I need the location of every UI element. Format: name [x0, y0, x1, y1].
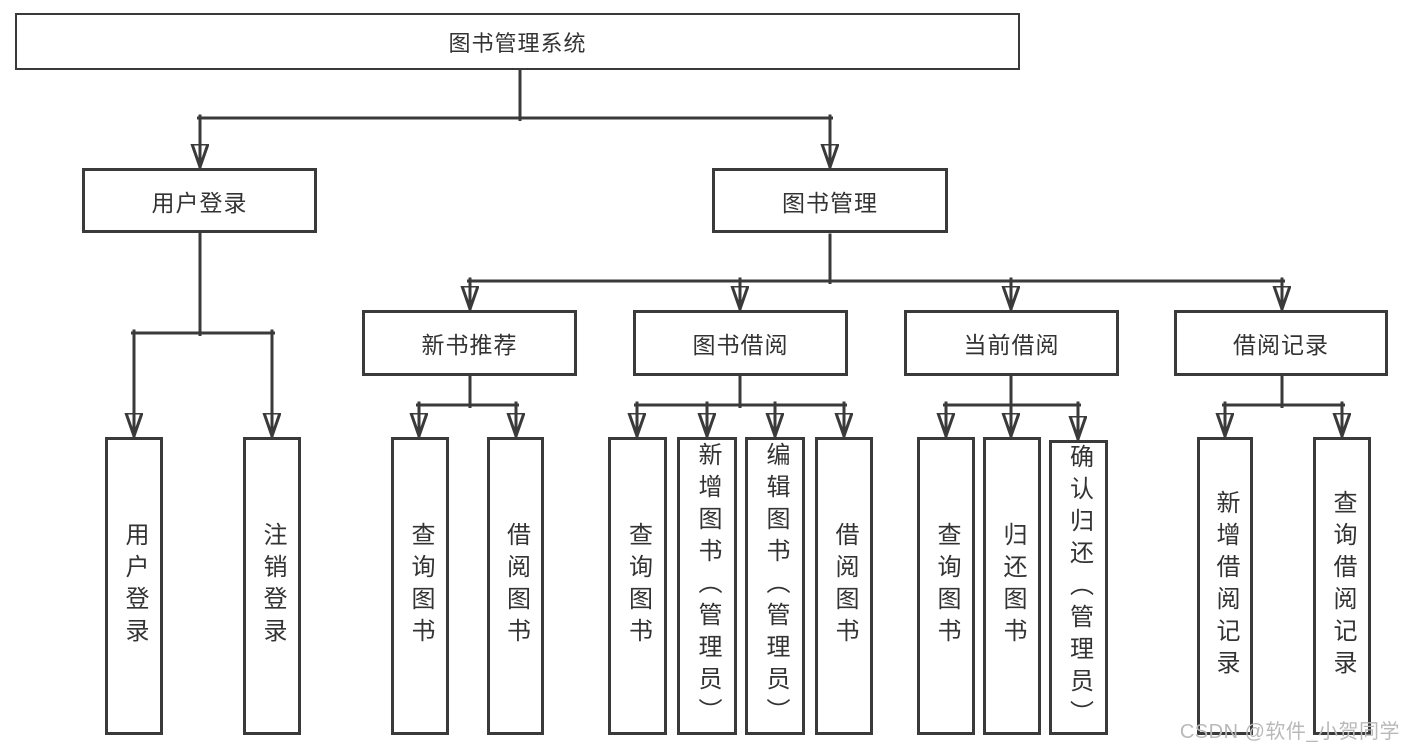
- node-logout: 注销登录: [243, 437, 301, 735]
- node-query-book-recommend-label: 查询图书: [407, 522, 434, 650]
- node-query-borrow-record: 查询借阅记录: [1313, 437, 1371, 735]
- node-user-login-leaf-label: 用户登录: [121, 522, 148, 650]
- node-query-book-borrow-label: 查询图书: [624, 522, 652, 650]
- node-borrow-book-recommend: 借阅图书: [487, 437, 544, 735]
- node-book-borrowing: 图书借阅: [633, 310, 848, 376]
- node-add-book-admin: 新增图书（管理员）: [677, 437, 737, 735]
- node-add-borrow-record-label: 新增借阅记录: [1212, 490, 1239, 682]
- connector-borrow-record-children: [1224, 372, 1344, 436]
- connector-book-borrow-children: [636, 372, 846, 436]
- node-current-borrowing-label: 当前借阅: [963, 332, 1060, 358]
- node-current-borrowing: 当前借阅: [904, 310, 1119, 376]
- node-user-login: 用户登录: [82, 168, 317, 233]
- connector-user-login-children: [133, 229, 274, 436]
- node-book-management-label: 图书管理: [782, 189, 878, 216]
- node-query-book-current: 查询图书: [917, 437, 975, 735]
- node-add-borrow-record: 新增借阅记录: [1197, 437, 1253, 735]
- node-confirm-return-admin-label: 确认归还（管理员）: [1065, 443, 1093, 732]
- csdn-watermark: CSDN @软件_小贺同学: [1179, 721, 1400, 743]
- connector-new-book-children: [418, 372, 518, 436]
- node-add-book-admin-label: 新增图书（管理员）: [694, 442, 721, 730]
- node-edit-book-admin: 编辑图书（管理员）: [745, 437, 805, 735]
- node-new-book-recommend-label: 新书推荐: [421, 332, 518, 358]
- node-query-book-current-label: 查询图书: [933, 522, 960, 650]
- node-return-book: 归还图书: [983, 437, 1041, 735]
- node-book-management: 图书管理: [712, 168, 948, 233]
- node-return-book-label: 归还图书: [999, 522, 1026, 650]
- node-borrow-records: 借阅记录: [1174, 310, 1388, 376]
- node-new-book-recommend: 新书推荐: [362, 310, 577, 376]
- node-library-system-label: 图书管理系统: [448, 30, 587, 56]
- node-borrow-book: 借阅图书: [815, 437, 873, 735]
- connector-current-borrow-children: [945, 372, 1080, 439]
- node-borrow-book-recommend-label: 借阅图书: [502, 522, 530, 650]
- node-user-login-leaf: 用户登录: [105, 437, 163, 735]
- node-borrow-book-label: 借阅图书: [831, 522, 858, 650]
- node-borrow-records-label: 借阅记录: [1233, 332, 1329, 358]
- node-user-login-label: 用户登录: [151, 189, 248, 216]
- node-book-borrowing-label: 图书借阅: [692, 332, 789, 358]
- node-query-book-borrow: 查询图书: [608, 437, 667, 735]
- node-edit-book-admin-label: 编辑图书（管理员）: [762, 442, 789, 730]
- connector-root-to-level2: [199, 67, 832, 167]
- node-query-borrow-record-label: 查询借阅记录: [1329, 490, 1356, 682]
- node-logout-label: 注销登录: [259, 522, 286, 650]
- node-library-system: 图书管理系统: [15, 13, 1020, 70]
- node-query-book-recommend: 查询图书: [391, 437, 449, 735]
- connector-book-management-children: [469, 233, 1284, 309]
- node-confirm-return-admin: 确认归还（管理员）: [1049, 440, 1108, 735]
